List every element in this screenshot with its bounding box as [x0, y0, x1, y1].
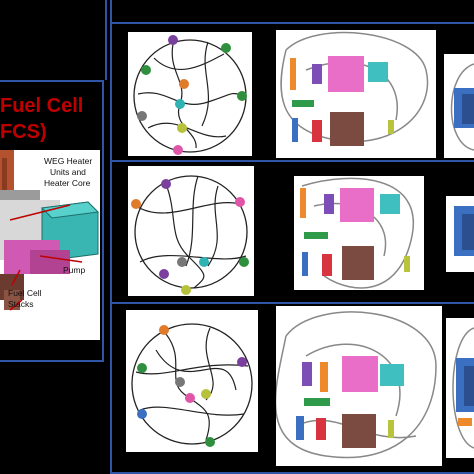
fcs-title-line2: FCS): [0, 121, 47, 143]
row-divider-3: [110, 302, 474, 304]
row-divider-1: [110, 22, 474, 24]
pump-label: Pump: [63, 265, 86, 275]
fuel-cell-stacks-label-2: Stacks: [8, 299, 34, 309]
graph-diagram-row3: [126, 310, 258, 452]
weg-heater-label-2: Units and: [50, 167, 86, 177]
3d-assembly-row1: [444, 54, 474, 158]
top-left-frame: [105, 0, 107, 80]
component-layout-row1: [276, 30, 436, 158]
component-layout-row3: [276, 306, 442, 466]
fcs-system-illustration: [0, 150, 100, 340]
3d-assembly-row3: [446, 318, 474, 458]
layout-grid-frame: [110, 0, 474, 474]
row-divider-2: [110, 160, 474, 162]
graph-diagram-row1: [128, 32, 252, 156]
component-layout-row2: [294, 176, 424, 290]
graph-diagram-row2: [128, 166, 254, 296]
3d-assembly-row2: [446, 196, 474, 272]
fcs-panel: [0, 80, 104, 362]
weg-heater-label-3: Heater Core: [44, 178, 91, 188]
fuel-cell-stacks-label-1: Fuel Cell: [8, 288, 42, 298]
fcs-title-line1: Fuel Cell: [0, 95, 84, 117]
weg-heater-label-1: WEG Heater: [44, 156, 93, 166]
